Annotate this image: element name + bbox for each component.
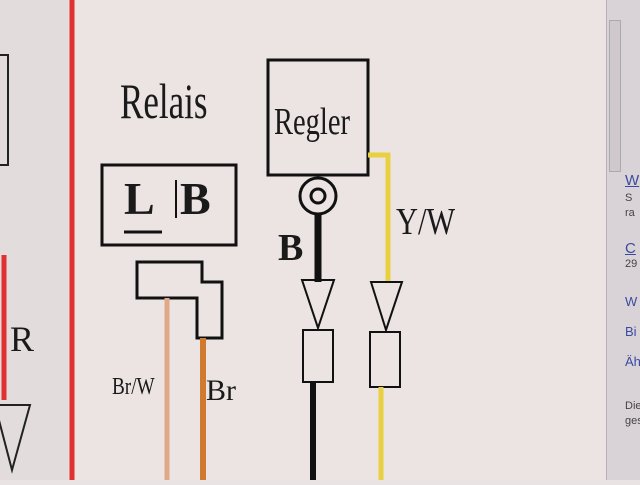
- connector-left: [0, 404, 32, 474]
- sidebar-text: ges: [625, 415, 640, 427]
- yellow-connector-cone: [369, 281, 404, 334]
- sidebar-link[interactable]: W: [625, 172, 640, 189]
- scrollbar[interactable]: [609, 20, 621, 172]
- sidebar-text: S: [625, 192, 633, 204]
- sidebar-link[interactable]: W: [625, 294, 638, 309]
- relay-terminal-b: B: [180, 173, 211, 224]
- sidebar-link[interactable]: Bi: [625, 324, 637, 339]
- sidebar-text: 29: [625, 258, 638, 270]
- brown-label: Br: [206, 374, 236, 407]
- brown-white-label: Br/W: [112, 374, 155, 400]
- relay-connector: [135, 260, 224, 340]
- yellow-wire-upper: [368, 152, 391, 282]
- sidebar-link[interactable]: C: [625, 240, 636, 257]
- yellow-wire-label: Y/W: [396, 201, 456, 243]
- relay-terminal-l: L: [124, 173, 155, 224]
- sidebar-text: ra: [625, 207, 635, 219]
- regulator-label: Regler: [274, 101, 350, 143]
- relay-box: [100, 163, 238, 247]
- right-sidebar: W S ra C 29 W Bi Äh Die ges: [606, 0, 640, 480]
- regulator-box: [266, 58, 370, 177]
- black-wire-label: B: [278, 227, 304, 269]
- partial-box-left: [0, 54, 9, 166]
- black-connector-cone: [300, 279, 336, 332]
- sidebar-link[interactable]: Äh: [625, 354, 640, 369]
- black-connector-body: [302, 329, 334, 383]
- yellow-connector-body: [369, 331, 401, 388]
- relay-title: Relais: [120, 73, 208, 129]
- red-wire-label: R: [10, 319, 35, 359]
- sidebar-text: Die: [625, 400, 640, 412]
- ring-terminal-hole: [309, 187, 327, 205]
